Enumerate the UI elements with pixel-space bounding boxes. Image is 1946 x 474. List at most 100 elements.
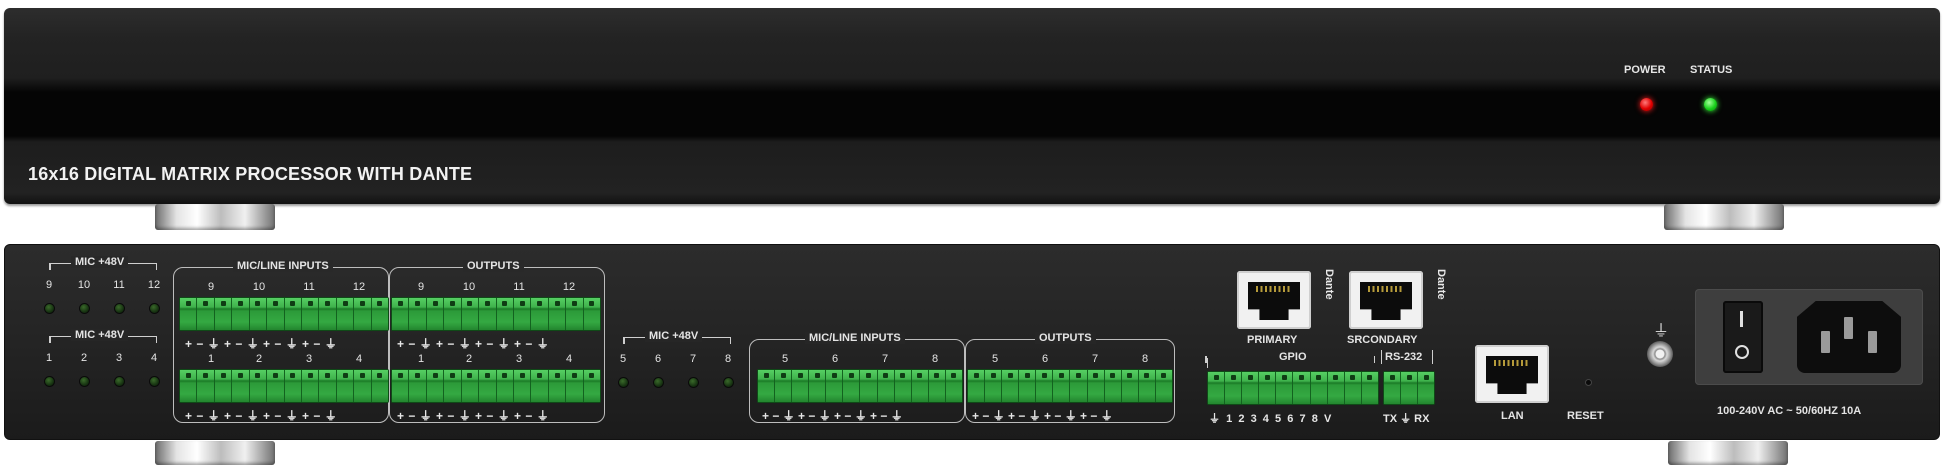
polarity-labels: + − ⏚ + − ⏚ + − ⏚ + − ⏚: [972, 409, 1113, 423]
front-foot-right: [1664, 204, 1784, 230]
input-num: 4: [355, 353, 363, 365]
status-label: STATUS: [1690, 64, 1733, 76]
output-num: 3: [515, 353, 523, 365]
reset-button[interactable]: [1585, 379, 1592, 386]
output-num: 4: [565, 353, 573, 365]
power-rating-label: 100-240V AC ~ 50/60HZ 10A: [1717, 405, 1862, 417]
polarity-labels: + − ⏚ + − ⏚ + − ⏚ + − ⏚: [397, 409, 549, 423]
lan-port[interactable]: [1475, 345, 1549, 403]
input-num: 6: [831, 353, 839, 365]
input-num: 12: [352, 281, 366, 293]
mic-num: 7: [689, 353, 697, 365]
input-num: 11: [303, 281, 315, 293]
power-label: POWER: [1624, 64, 1666, 76]
input-num: 2: [255, 353, 263, 365]
polarity-labels: + − ⏚ + − ⏚ + − ⏚ + − ⏚: [185, 337, 337, 351]
phantom-led: [44, 303, 55, 314]
right-outputs-label: OUTPUTS: [1035, 332, 1096, 344]
dante-logo-secondary: Dante: [1435, 269, 1447, 300]
dante-primary-port[interactable]: [1237, 271, 1311, 329]
input-num: 8: [931, 353, 939, 365]
iec-power-socket[interactable]: [1797, 301, 1901, 373]
reset-label: RESET: [1567, 410, 1604, 422]
phantom-led: [149, 376, 160, 387]
left-outputs-label: OUTPUTS: [463, 260, 524, 272]
dante-secondary-port[interactable]: [1349, 271, 1423, 329]
mic-num: 4: [150, 352, 158, 364]
front-foot-left: [155, 204, 275, 230]
mic-num: 3: [115, 352, 123, 364]
output-num: 8: [1141, 353, 1149, 365]
gpio-terminal[interactable]: [1207, 371, 1379, 405]
right-inputs-label: MIC/LINE INPUTS: [805, 332, 905, 344]
terminal-block-out-1-4[interactable]: [391, 369, 601, 403]
power-inlet-panel: [1695, 289, 1923, 385]
phantom-led: [79, 303, 90, 314]
mic48-label-top: MIC +48V: [71, 256, 129, 268]
gpio-pin-labels: ⏚ 1 2 3 4 5 6 7 8 V: [1209, 413, 1332, 425]
power-switch[interactable]: [1723, 301, 1763, 373]
input-num: 9: [207, 281, 215, 293]
mic48-label-bottom: MIC +48V: [71, 329, 129, 341]
output-num: 12: [562, 281, 576, 293]
left-inputs-label: MIC/LINE INPUTS: [233, 260, 333, 272]
terminal-block-in-9-12[interactable]: [179, 297, 389, 331]
terminal-block-out-9-12[interactable]: [391, 297, 601, 331]
output-num: 7: [1091, 353, 1099, 365]
mic-num: 11: [113, 279, 125, 291]
output-num: 2: [465, 353, 473, 365]
input-num: 5: [781, 353, 789, 365]
rs232-terminal[interactable]: [1383, 371, 1435, 405]
output-num: 9: [417, 281, 425, 293]
mic-num: 6: [654, 353, 662, 365]
output-num: 5: [991, 353, 999, 365]
gpio-divider: [1207, 358, 1208, 368]
dante-logo-primary: Dante: [1323, 269, 1335, 300]
phantom-led: [653, 377, 664, 388]
output-num: 11: [513, 281, 525, 293]
mic48-label-mid: MIC +48V: [645, 330, 703, 342]
mic-num: 1: [45, 352, 53, 364]
terminal-block-in-5-8[interactable]: [757, 369, 963, 403]
terminal-block-out-5-8[interactable]: [967, 369, 1173, 403]
device-title: 16x16 DIGITAL MATRIX PROCESSOR WITH DANT…: [28, 164, 473, 184]
phantom-led: [44, 376, 55, 387]
input-num: 3: [305, 353, 313, 365]
mic-num: 5: [619, 353, 627, 365]
mic-num: 10: [77, 279, 91, 291]
output-num: 10: [462, 281, 476, 293]
gpio-divider: [1432, 350, 1433, 364]
polarity-labels: + − ⏚ + − ⏚ + − ⏚ + − ⏚: [185, 409, 337, 423]
input-num: 1: [207, 353, 215, 365]
secondary-label: SRCONDARY: [1347, 334, 1418, 346]
gpio-divider: [1381, 350, 1382, 364]
phantom-led: [79, 376, 90, 387]
ground-icon: ⏚: [1653, 323, 1670, 340]
rear-foot-left: [155, 441, 275, 465]
phantom-led: [723, 377, 734, 388]
lan-label: LAN: [1501, 410, 1524, 422]
status-led: [1704, 98, 1717, 111]
input-num: 10: [252, 281, 266, 293]
mic-num: 2: [80, 352, 88, 364]
rear-foot-right: [1668, 441, 1788, 465]
mic-num: 9: [45, 279, 53, 291]
mic-num: 8: [724, 353, 732, 365]
phantom-led: [114, 376, 125, 387]
output-num: 1: [417, 353, 425, 365]
polarity-labels: + − ⏚ + − ⏚ + − ⏚ + − ⏚: [762, 409, 903, 423]
rs232-label: RS-232: [1385, 351, 1423, 363]
rear-panel: MIC +48V 9 10 11 12 MIC +48V 1 2 3 4 MIC…: [4, 244, 1940, 440]
polarity-labels: + − ⏚ + − ⏚ + − ⏚ + − ⏚: [397, 337, 549, 351]
phantom-led: [688, 377, 699, 388]
ground-screw: [1647, 341, 1673, 367]
phantom-led: [114, 303, 125, 314]
terminal-block-in-1-4[interactable]: [179, 369, 389, 403]
primary-label: PRIMARY: [1247, 334, 1298, 346]
gpio-label: GPIO: [1279, 351, 1307, 363]
mic-num: 12: [147, 279, 161, 291]
rs232-pin-labels: TX ⏚ RX: [1383, 413, 1430, 425]
power-led: [1640, 98, 1653, 111]
phantom-led: [149, 303, 160, 314]
front-panel: 16x16 DIGITAL MATRIX PROCESSOR WITH DANT…: [4, 8, 1940, 204]
